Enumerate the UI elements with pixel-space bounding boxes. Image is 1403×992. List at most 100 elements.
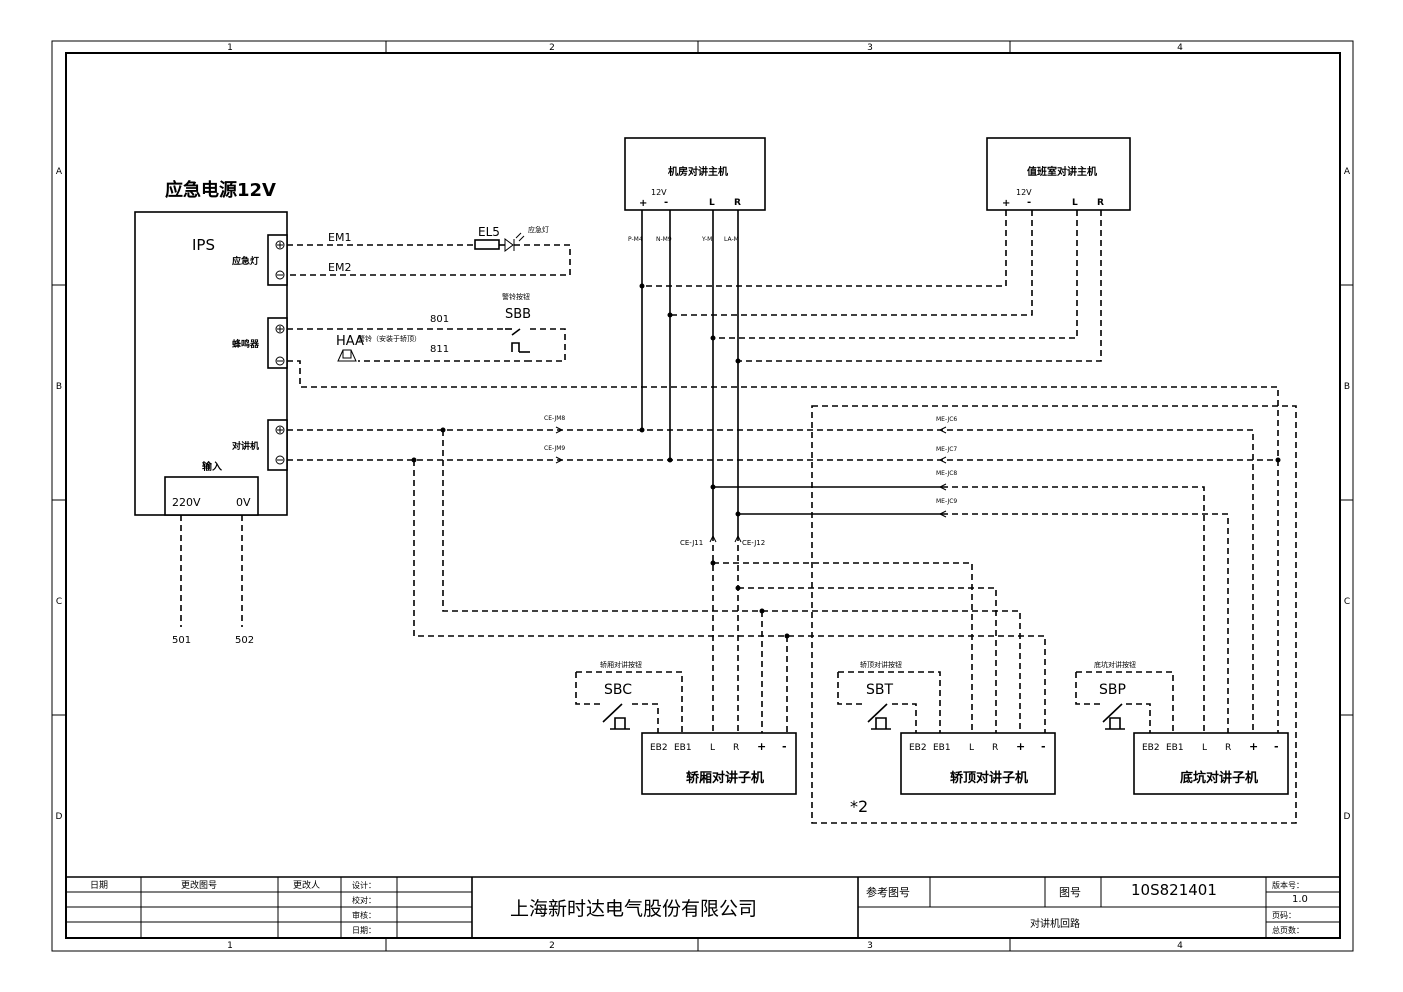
- machine-room-host: 机房对讲主机 12V + - L R P-M4 N-M9 Y-M LA-M: [624, 137, 766, 535]
- sub-unit-title: 轿厢对讲子机: [686, 770, 764, 786]
- tb-dwg-label: 图号: [1059, 886, 1081, 899]
- col-label: 1: [227, 941, 233, 951]
- wire-em1: EM1: [328, 231, 351, 244]
- sub-term: L: [710, 743, 715, 753]
- tb-ver-label: 版本号：: [1272, 880, 1304, 890]
- sub-term: R: [992, 743, 998, 753]
- col-label: 4: [1177, 43, 1183, 53]
- terminal-502: 502: [235, 635, 254, 646]
- wire-me-jc8: ME-JC8: [936, 470, 957, 477]
- emergency-light-label: 应急灯: [232, 255, 259, 267]
- alarm-bell-circuit: 警铃按钮 SBB 801 811 HAA 警铃（安装于轿顶）: [287, 292, 1279, 733]
- duty-host-minus: -: [1027, 197, 1031, 208]
- title-block: 日期 更改图号 更改人 设计： 校对： 审核： 日期： 上海新时达电气股份有限公…: [66, 876, 1340, 938]
- host-minus: -: [664, 197, 668, 208]
- duty-host-r: R: [1097, 198, 1104, 208]
- ips-title: 应急电源12V: [165, 179, 276, 201]
- emergency-light-circuit: EM1 EM2 EL5 应急灯: [287, 225, 571, 276]
- sbp-note: 底坑对讲按钮: [1094, 660, 1136, 669]
- duty-host-l: L: [1072, 198, 1078, 208]
- host-plus: +: [639, 198, 647, 209]
- sbp-label: SBP: [1099, 682, 1126, 698]
- sub-unit-roof: 轿顶对讲子机 EB2 EB1 L R + - 轿顶对讲按钮 SBT: [837, 660, 1056, 795]
- sub-term: +: [757, 740, 766, 753]
- sub-term: -: [1041, 740, 1046, 753]
- sub-unit-pit: 底坑对讲子机 EB2 EB1 L R + - 底坑对讲按钮 SBP: [1075, 660, 1289, 795]
- wire-me-jc9: ME-JC9: [936, 498, 957, 505]
- sub-term: L: [969, 743, 974, 753]
- wire-la-m: LA-M: [724, 236, 739, 243]
- wire-ce-jm8: CE-JM8: [544, 415, 565, 422]
- tb-ver: 1.0: [1292, 894, 1308, 905]
- row-label: B: [56, 382, 62, 392]
- sub-term: +: [1249, 740, 1258, 753]
- tb-design: 设计：: [352, 880, 376, 890]
- intercom-label: 对讲机: [232, 440, 259, 452]
- sbt-note: 轿顶对讲按钮: [860, 660, 902, 669]
- sbc-note: 轿厢对讲按钮: [600, 660, 642, 669]
- sub-term: EB2: [650, 743, 668, 753]
- drawing-frame: 1 2 3 4 1 2 3 4 A B C D A B C D: [51, 40, 1354, 952]
- sub-term: R: [1225, 743, 1231, 753]
- col-label: 2: [549, 43, 555, 53]
- wire-ce-j12: CE-J12: [742, 539, 765, 547]
- sub-term: -: [782, 740, 787, 753]
- wire-p-m4: P-M4: [628, 236, 643, 243]
- sub-unit-title: 轿顶对讲子机: [950, 770, 1028, 786]
- wire-n-m9: N-M9: [656, 236, 672, 243]
- wire-ce-jm9: CE-JM9: [544, 445, 565, 452]
- row-label: B: [1344, 382, 1350, 392]
- row-label: C: [1344, 597, 1350, 607]
- wire-ce-j11: CE-J11: [680, 539, 703, 547]
- sub-unit-car: 轿厢对讲子机 EB2 EB1 L R + - 轿厢对讲按钮 SBC: [575, 660, 797, 795]
- host-l: L: [709, 198, 715, 208]
- tb-page-label: 页码：: [1272, 911, 1296, 920]
- duty-host-plus: +: [1002, 198, 1010, 209]
- sub-term: -: [1274, 740, 1279, 753]
- tb-company: 上海新时达电气股份有限公司: [510, 898, 757, 920]
- sub-term: EB1: [1166, 743, 1184, 753]
- tb-date: 日期：: [352, 926, 376, 935]
- sub-unit-title: 底坑对讲子机: [1180, 770, 1258, 786]
- host-12v: 12V: [651, 188, 667, 197]
- el5-note: 应急灯: [528, 225, 549, 234]
- wire-me-jc6: ME-JC6: [936, 416, 957, 423]
- sub-term: +: [1016, 740, 1025, 753]
- input-0v: 0V: [236, 496, 251, 509]
- ips-block: 应急电源12V IPS 应急灯 蜂鸣器 对讲机 输入 220V 0V 501 5…: [134, 179, 288, 646]
- ips-label: IPS: [192, 236, 215, 254]
- tb-sheet-title: 对讲机回路: [1030, 917, 1080, 930]
- col-label: 1: [227, 43, 233, 53]
- pit-signal-lines: ME-JC6 ME-JC7 ME-JC8 ME-JC9 CE-J11 CE-J1…: [680, 416, 1229, 733]
- sbc-label: SBC: [604, 682, 632, 698]
- tb-change-header: 更改图号: [181, 879, 217, 891]
- col-label: 2: [549, 941, 555, 951]
- option-note: *2: [850, 797, 868, 816]
- haa-note: 警铃（安装于轿顶）: [358, 334, 421, 343]
- sub-term: L: [1202, 743, 1207, 753]
- haa-label: HAA: [336, 334, 364, 349]
- wire-811: 811: [430, 344, 449, 355]
- sbt-label: SBT: [866, 682, 893, 698]
- input-title: 输入: [202, 460, 222, 473]
- col-label: 4: [1177, 941, 1183, 951]
- row-label: D: [56, 812, 63, 822]
- wire-me-jc7: ME-JC7: [936, 446, 957, 453]
- tb-ref-label: 参考图号: [866, 885, 910, 899]
- duty-room-host-title: 值班室对讲主机: [1027, 165, 1097, 178]
- wire-y-m: Y-M: [701, 236, 712, 243]
- sub-term: R: [733, 743, 739, 753]
- junction-dots: [411, 283, 1281, 639]
- sbb-note: 警铃按钮: [502, 292, 530, 301]
- row-label: A: [56, 167, 63, 177]
- machine-room-host-title: 机房对讲主机: [668, 165, 728, 178]
- option-group-box: [811, 405, 1297, 824]
- wire-em2: EM2: [328, 261, 351, 274]
- row-label: A: [1344, 167, 1351, 177]
- tb-dwg-no: 10S821401: [1131, 881, 1217, 899]
- input-220v: 220V: [172, 496, 201, 509]
- sub-term: EB2: [909, 743, 927, 753]
- tb-changer-header: 更改人: [293, 879, 320, 891]
- duty-room-host: 值班室对讲主机 12V + - L R: [642, 137, 1131, 362]
